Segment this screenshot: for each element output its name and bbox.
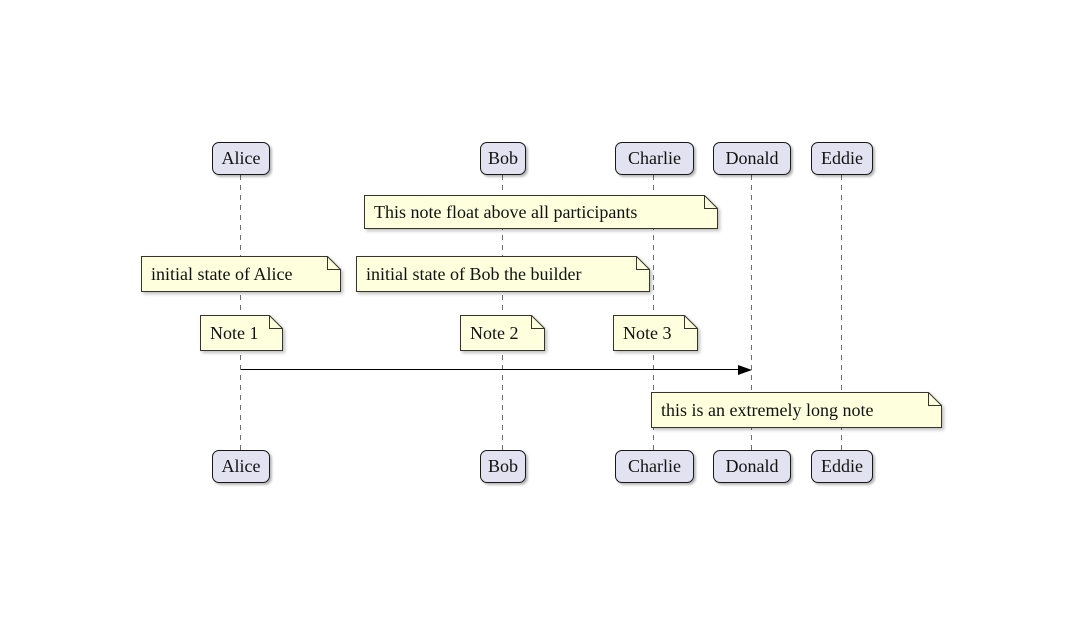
note-text: initial state of Alice <box>151 263 293 284</box>
note-bob-initial: initial state of Bob the builder <box>356 256 650 292</box>
participant-label: Charlie <box>628 148 681 168</box>
participant-label: Donald <box>725 148 779 168</box>
note-text: Note 1 <box>210 322 259 343</box>
participant-label: Charlie <box>628 456 681 476</box>
participant-bob-top: Bob <box>480 142 526 175</box>
participant-charlie-top: Charlie <box>615 142 694 175</box>
participant-donald-bottom: Donald <box>713 450 791 483</box>
participant-label: Eddie <box>821 456 863 476</box>
participant-label: Bob <box>487 148 518 168</box>
lifeline-bob <box>502 175 503 450</box>
note-1: Note 1 <box>200 315 283 351</box>
participant-label: Alice <box>221 148 261 168</box>
note-text: initial state of Bob the builder <box>366 263 582 284</box>
lifeline-alice <box>240 175 241 450</box>
note-alice-initial: initial state of Alice <box>141 256 341 292</box>
participant-donald-top: Donald <box>713 142 791 175</box>
note-floating: This note float above all participants <box>364 195 718 229</box>
note-text: This note float above all participants <box>374 201 638 222</box>
note-extremely-long: this is an extremely long note <box>651 392 942 428</box>
participant-label: Eddie <box>821 148 863 168</box>
participant-label: Alice <box>221 456 261 476</box>
note-text: this is an extremely long note <box>661 399 874 420</box>
note-text: Note 2 <box>470 322 519 343</box>
participant-label: Bob <box>487 456 518 476</box>
participant-label: Donald <box>725 456 779 476</box>
message-arrow-line <box>241 369 741 370</box>
note-text: Note 3 <box>623 322 672 343</box>
lifeline-eddie <box>841 175 842 450</box>
note-3: Note 3 <box>613 315 698 351</box>
lifeline-donald <box>751 175 752 450</box>
arrowhead-icon <box>738 365 752 375</box>
participant-eddie-top: Eddie <box>811 142 873 175</box>
note-2: Note 2 <box>460 315 545 351</box>
lifeline-charlie <box>653 175 654 450</box>
participant-charlie-bottom: Charlie <box>615 450 694 483</box>
participant-bob-bottom: Bob <box>480 450 526 483</box>
participant-alice-bottom: Alice <box>212 450 270 483</box>
participant-alice-top: Alice <box>212 142 270 175</box>
participant-eddie-bottom: Eddie <box>811 450 873 483</box>
